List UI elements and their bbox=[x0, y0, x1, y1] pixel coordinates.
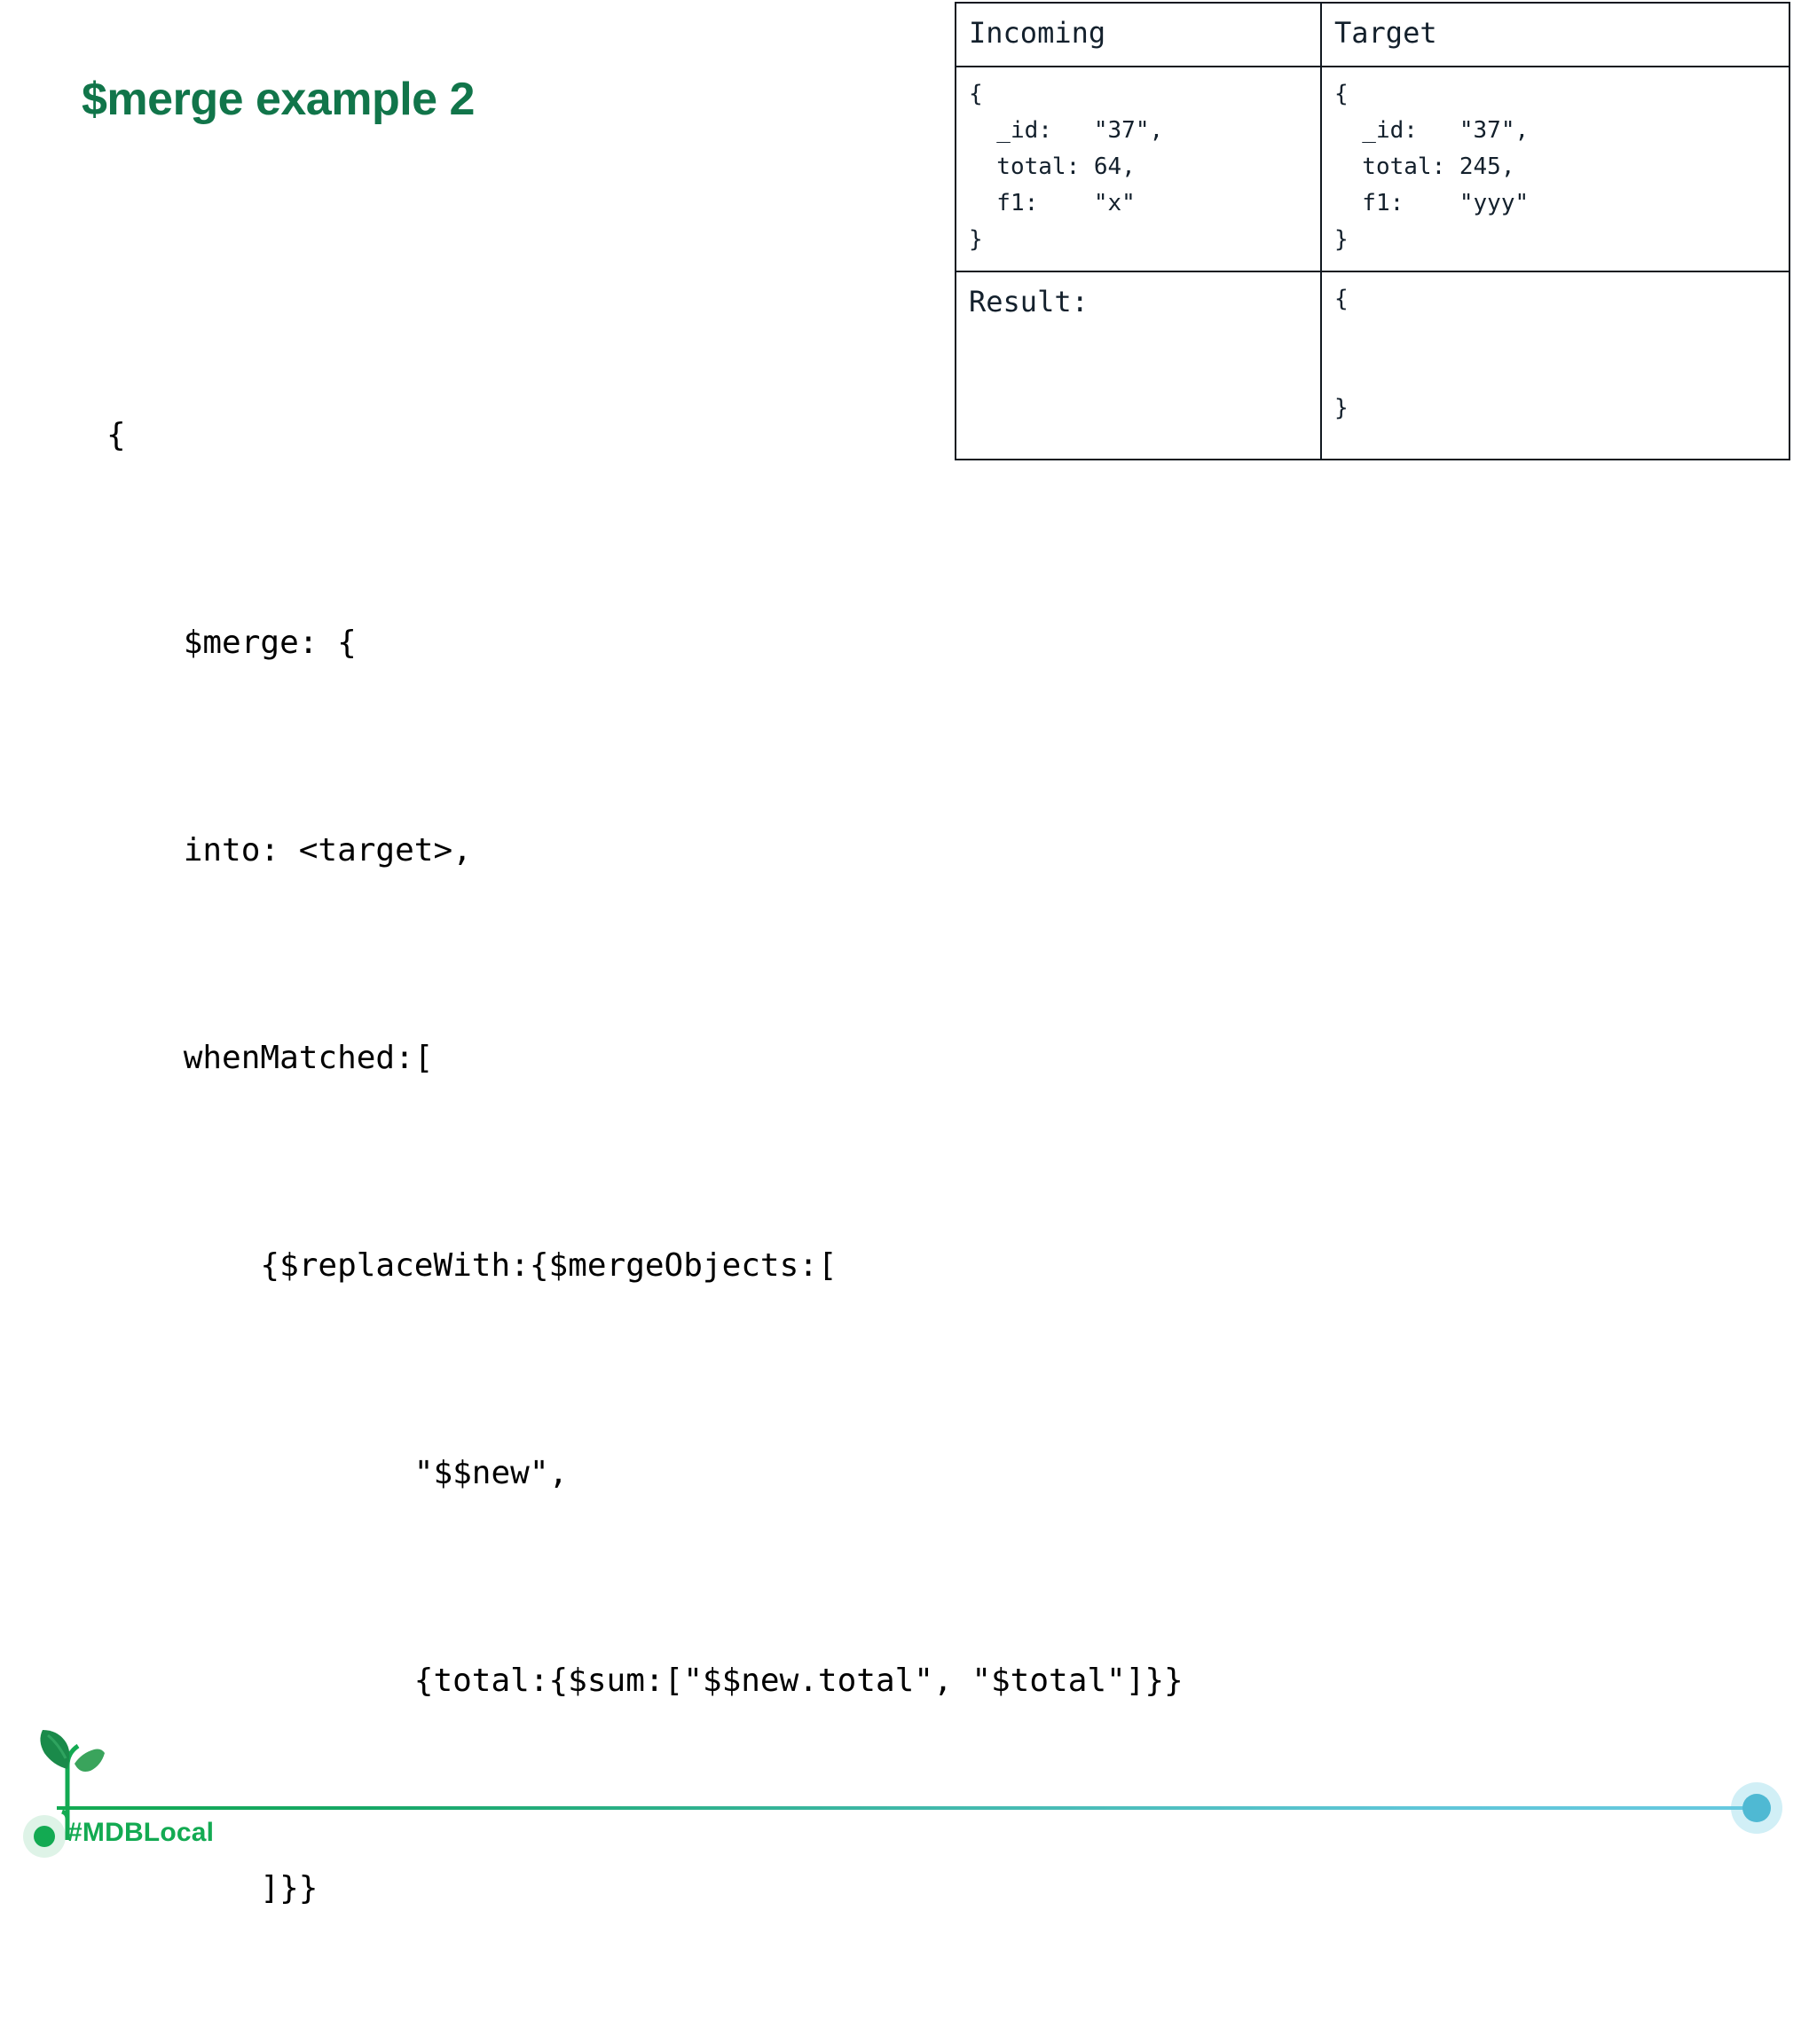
code-line: {total:{$sum:["$$new.total", "$total"]}} bbox=[106, 1663, 1184, 1699]
column-header-incoming: Incoming bbox=[955, 2, 1322, 67]
code-line: whenMatched:[ bbox=[106, 1040, 434, 1076]
code-line: ]}} bbox=[106, 1870, 319, 1906]
comparison-table: Incoming Target { _id: "37", total: 64, … bbox=[955, 2, 1790, 460]
page-title: $merge example 2 bbox=[82, 74, 475, 125]
column-header-incoming-label: Incoming bbox=[969, 16, 1106, 50]
code-line: $merge: { bbox=[106, 625, 357, 661]
code-line: {$replaceWith:{$mergeObjects:[ bbox=[106, 1247, 838, 1284]
footer-divider-line bbox=[57, 1806, 1760, 1810]
column-header-target-label: Target bbox=[1334, 16, 1437, 50]
target-document-json: { _id: "37", total: 245, f1: "yyy" } bbox=[1334, 81, 1530, 253]
result-label: Result: bbox=[969, 285, 1089, 318]
incoming-document-json: { _id: "37", total: 64, f1: "x" } bbox=[969, 81, 1164, 253]
table-header-row: Incoming Target bbox=[955, 2, 1790, 67]
table-row-result: Result: { } bbox=[955, 271, 1790, 460]
code-sample: { $merge: { into: <target>, whenMatched:… bbox=[106, 263, 1184, 2044]
cell-incoming-document: { _id: "37", total: 64, f1: "x" } bbox=[955, 66, 1322, 272]
cell-result-label: Result: bbox=[955, 271, 1322, 460]
column-header-target: Target bbox=[1320, 2, 1790, 67]
cell-target-document: { _id: "37", total: 245, f1: "yyy" } bbox=[1320, 66, 1790, 272]
cell-result-document: { } bbox=[1320, 271, 1790, 460]
table-row: { _id: "37", total: 64, f1: "x" } { _id:… bbox=[955, 66, 1790, 272]
brand-hashtag: #MDBLocal bbox=[67, 1818, 215, 1847]
code-line: into: <target>, bbox=[106, 832, 472, 869]
footer-accent-dot bbox=[1742, 1794, 1771, 1822]
code-line: { bbox=[106, 417, 126, 453]
footer-branding: #MDBLocal bbox=[0, 852, 1817, 1858]
sprout-dot bbox=[34, 1826, 55, 1847]
code-line: "$$new", bbox=[106, 1455, 569, 1491]
result-document-json: { } bbox=[1334, 286, 1349, 421]
